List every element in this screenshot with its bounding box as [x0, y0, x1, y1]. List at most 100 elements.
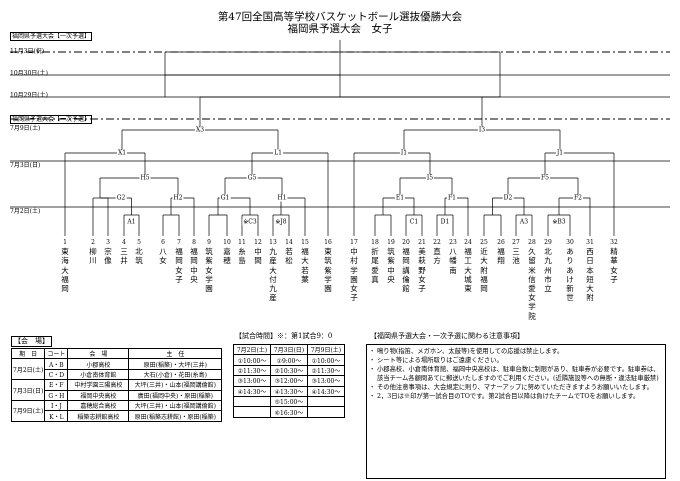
team-number: 21: [418, 239, 426, 246]
note-item: 小郡高校、小倉南体育館、福岡中央高校は、駐車台数に制限があり、駐車券が必要です。…: [369, 365, 661, 383]
match-label-text: H5: [140, 174, 150, 182]
time-cell: ③13:00～: [307, 375, 345, 387]
match-label-text: J1: [556, 149, 564, 157]
match-label-text: L1: [274, 149, 282, 157]
venue-chief-cell: 原田(稲築)・大坪(三井): [128, 358, 223, 370]
time-cell: [233, 406, 271, 418]
venue-place-cell: 小倉南体育館: [67, 368, 130, 381]
notes-heading: 【福岡県予選大会・一次予選に関わる注意事項】: [370, 332, 524, 340]
venue-chief-cell: 廣田(福岡中央)・原田(稲築): [128, 389, 223, 401]
time-cell: ⑥16:30～: [270, 406, 308, 418]
venue-place-cell: 稲築志耕館高校: [67, 410, 130, 422]
match-label-text: A1: [127, 218, 136, 226]
match-label-a1: A1: [126, 218, 137, 226]
venue-heading: 【会 場】: [11, 336, 52, 347]
team-name: 宗像: [104, 247, 112, 266]
match-label-text: E1: [395, 194, 405, 202]
match-label-h2: H2: [172, 194, 184, 202]
match-label-x1: X1: [116, 149, 128, 157]
time-cell: ①9:00～: [270, 354, 308, 366]
team-name: ありあけ新世: [566, 247, 574, 303]
match-label-i5: I5: [425, 174, 435, 182]
table-row: 7月3日(日) E・F 中村学園三陽高校 大坪(三井)・山本(福岡講倫館): [10, 379, 223, 401]
venue-court-cell: G・H: [44, 389, 69, 401]
team-name: 中間: [254, 247, 262, 266]
team-name: 八幡南: [449, 247, 457, 275]
time-cell: ④14:30～: [233, 385, 271, 397]
team-name: 福岡講倫館: [402, 247, 410, 294]
team-name: 近大附福岡: [480, 247, 488, 294]
table-row: ①10:00～①9:00～①10:00～: [233, 354, 345, 366]
match-label-g1: G1: [219, 194, 231, 202]
team-name: 福岡女子: [175, 247, 183, 284]
venue-place-cell: 嘉穂総合高校: [67, 399, 130, 412]
match-label-h5: H5: [139, 174, 151, 182]
venue-table: 期 日 コート 会 場 主 任 7月2日(土) A・B 小郡高校 原田(稲築)・…: [10, 347, 223, 422]
match-label-b3: ※B3: [551, 218, 567, 226]
match-label-text: G2: [116, 194, 126, 202]
match-label-text: X1: [117, 149, 127, 157]
venue-court-cell: A・B: [44, 358, 69, 370]
venue-court-cell: E・F: [44, 379, 69, 391]
time-cell: ④14:30～: [307, 385, 345, 397]
table-row: K・L 稲築志耕館高校 原田(稲築志耕館)・原田(稲築): [12, 410, 223, 422]
match-label-text: I5: [426, 174, 434, 182]
qualifier-label: 福岡県予選大会【一次予選】: [10, 32, 93, 41]
team-number: 11: [238, 239, 246, 246]
team-number: 15: [301, 239, 309, 246]
match-label-h1: H1: [276, 194, 288, 202]
team-name: 三池: [512, 247, 520, 266]
match-label-f1: F1: [447, 194, 457, 202]
venue-place-cell: 小郡高校: [67, 358, 130, 370]
team-number: 19: [387, 239, 395, 246]
team-number: 18: [371, 239, 379, 246]
times-table: 7月2日(土) 7月3日(日) 7月9日(土) ①10:00～①9:00～①10…: [233, 343, 345, 418]
team-number: 20: [402, 239, 410, 246]
venue-chief-cell: 大石(小倉)・花田(糸島): [128, 368, 223, 381]
venue-place-cell: 福岡中央高校: [67, 389, 130, 401]
match-label-d2: D2: [502, 194, 514, 202]
date-nov3: 11月3日(祝): [10, 48, 45, 55]
match-label-text: J8: [280, 218, 287, 226]
venue-date-cell: 7月2日(土): [10, 358, 46, 381]
venue-chief-cell: 大坪(三井)・山本(福岡講倫館): [128, 379, 223, 391]
table-row: 7月9日(土) I・J 嘉穂総合高校 大坪(三井)・山本(福岡講倫館): [10, 399, 223, 422]
time-cell: [307, 395, 345, 408]
team-name: 福大若葉: [301, 247, 309, 284]
team-name: 北筑: [135, 247, 143, 266]
team-name: 九産大付九産: [269, 247, 277, 303]
times-col-jul2: 7月2日(土): [233, 343, 271, 356]
venue-header-row: 期 日 コート 会 場 主 任: [10, 347, 223, 360]
time-cell: [307, 406, 345, 418]
to-mark-icon: ※: [552, 218, 558, 226]
team-number: 26: [497, 239, 505, 246]
match-label-text: G1: [220, 194, 230, 202]
match-label-text: H1: [277, 194, 287, 202]
match-label-d1: D1: [439, 218, 451, 226]
match-label-l1: L1: [273, 149, 283, 157]
team-number: 17: [350, 239, 358, 246]
title-line-2: 福岡県予選大会 女子: [287, 23, 393, 35]
venue-chief-cell: 大坪(三井)・山本(福岡講倫館): [128, 399, 223, 412]
time-cell: ③12:00～: [270, 375, 308, 387]
time-cell: ②11:30～: [233, 364, 271, 377]
venue-date-cell: 7月3日(日): [10, 379, 46, 401]
venue-col-court: コート: [44, 347, 69, 360]
venue-date-cell: 7月9日(土): [10, 399, 46, 422]
team-name: 福岡中央: [190, 247, 198, 284]
